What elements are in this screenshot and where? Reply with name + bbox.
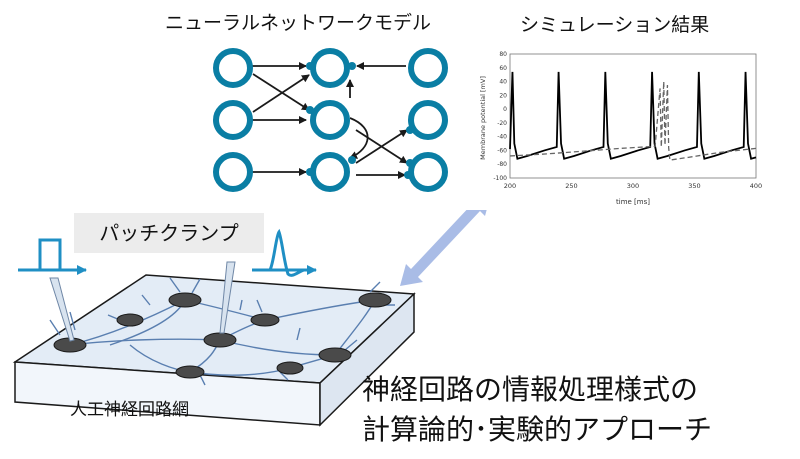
neuron-node (213, 152, 253, 192)
chart-plot-frame (509, 53, 757, 179)
chart-series-dashed (509, 81, 757, 161)
neuron-nodes (213, 48, 448, 192)
chart-x-tick-label: 250 (565, 182, 577, 190)
network-connections (252, 62, 408, 179)
neuron-node (310, 48, 350, 88)
neuron-node (310, 100, 350, 140)
neuron-soma (175, 365, 205, 379)
chart-y-tick-label: 40 (499, 79, 507, 86)
chart-y-tick-label: 80 (499, 51, 507, 58)
neuron-cell-bodies (53, 292, 392, 379)
neuron-soma (250, 313, 280, 327)
patch-electrodes (49, 261, 236, 342)
chart-y-tick-label: -80 (497, 161, 507, 168)
chart-x-tick-label: 300 (627, 182, 639, 190)
neuron-soma (276, 361, 304, 375)
neural-network-model (213, 48, 448, 192)
board-side-face (319, 292, 415, 427)
chart-y-axis-label: Membrane potential [mV] (479, 76, 487, 160)
artificial-circuit-label: 人工神経回路網 (70, 400, 189, 420)
connection-arrow (355, 129, 408, 164)
chart-series-solid (509, 71, 757, 160)
headline-line-1: 神経回路の情報処理様式の (362, 373, 699, 406)
connection-arrow (252, 73, 310, 111)
chart-x-tick-label: 400 (750, 182, 762, 190)
chart-y-tick-label: 0 (503, 106, 507, 113)
bidirectional-arrow (400, 194, 491, 286)
chart-background (466, 40, 766, 210)
chart-y-tick-label: -40 (497, 134, 507, 141)
neuron-soma (203, 332, 237, 348)
neuron-node (213, 48, 253, 88)
neuron-soma (168, 292, 202, 308)
network-model-title: ニューラルネットワークモデル (165, 12, 432, 34)
chart-x-axis-label: time [ms] (616, 198, 650, 206)
neuron-node (213, 100, 253, 140)
neuron-soma (116, 313, 144, 327)
headline-line-2: 計算論的･実験的アプローチ (362, 413, 713, 446)
chart-y-tick-label: -60 (497, 147, 507, 154)
chart-x-tick-label: 350 (688, 182, 700, 190)
electrode-left (49, 277, 75, 342)
neuron-soma (318, 347, 352, 363)
input-stimulus-pulse (18, 238, 87, 275)
artificial-neural-circuit-board (12, 261, 416, 427)
chart-y-tick-label: 20 (499, 92, 507, 99)
connection-arrow (349, 117, 369, 159)
neuron-node (310, 152, 350, 192)
neuron-node (408, 48, 448, 88)
patch-clamp-label: パッチクランプ (74, 213, 264, 253)
chart-y-tick-label: 60 (499, 65, 507, 72)
connection-arrow (252, 74, 310, 113)
chart-y-tick-label: -100 (493, 175, 507, 182)
chart-x-tick-label: 200 (504, 182, 516, 190)
headline: 神経回路の情報処理様式の 計算論的･実験的アプローチ (362, 370, 712, 450)
simulation-result-title: シミュレーション結果 (520, 14, 710, 36)
neuron-node (408, 152, 448, 192)
output-spike-signal (252, 228, 317, 277)
electrode-right (219, 261, 236, 334)
synapse-dots (306, 62, 414, 179)
neuron-node (408, 100, 448, 140)
chart-y-tick-label: -20 (497, 120, 507, 127)
neuron-soma (358, 292, 392, 308)
